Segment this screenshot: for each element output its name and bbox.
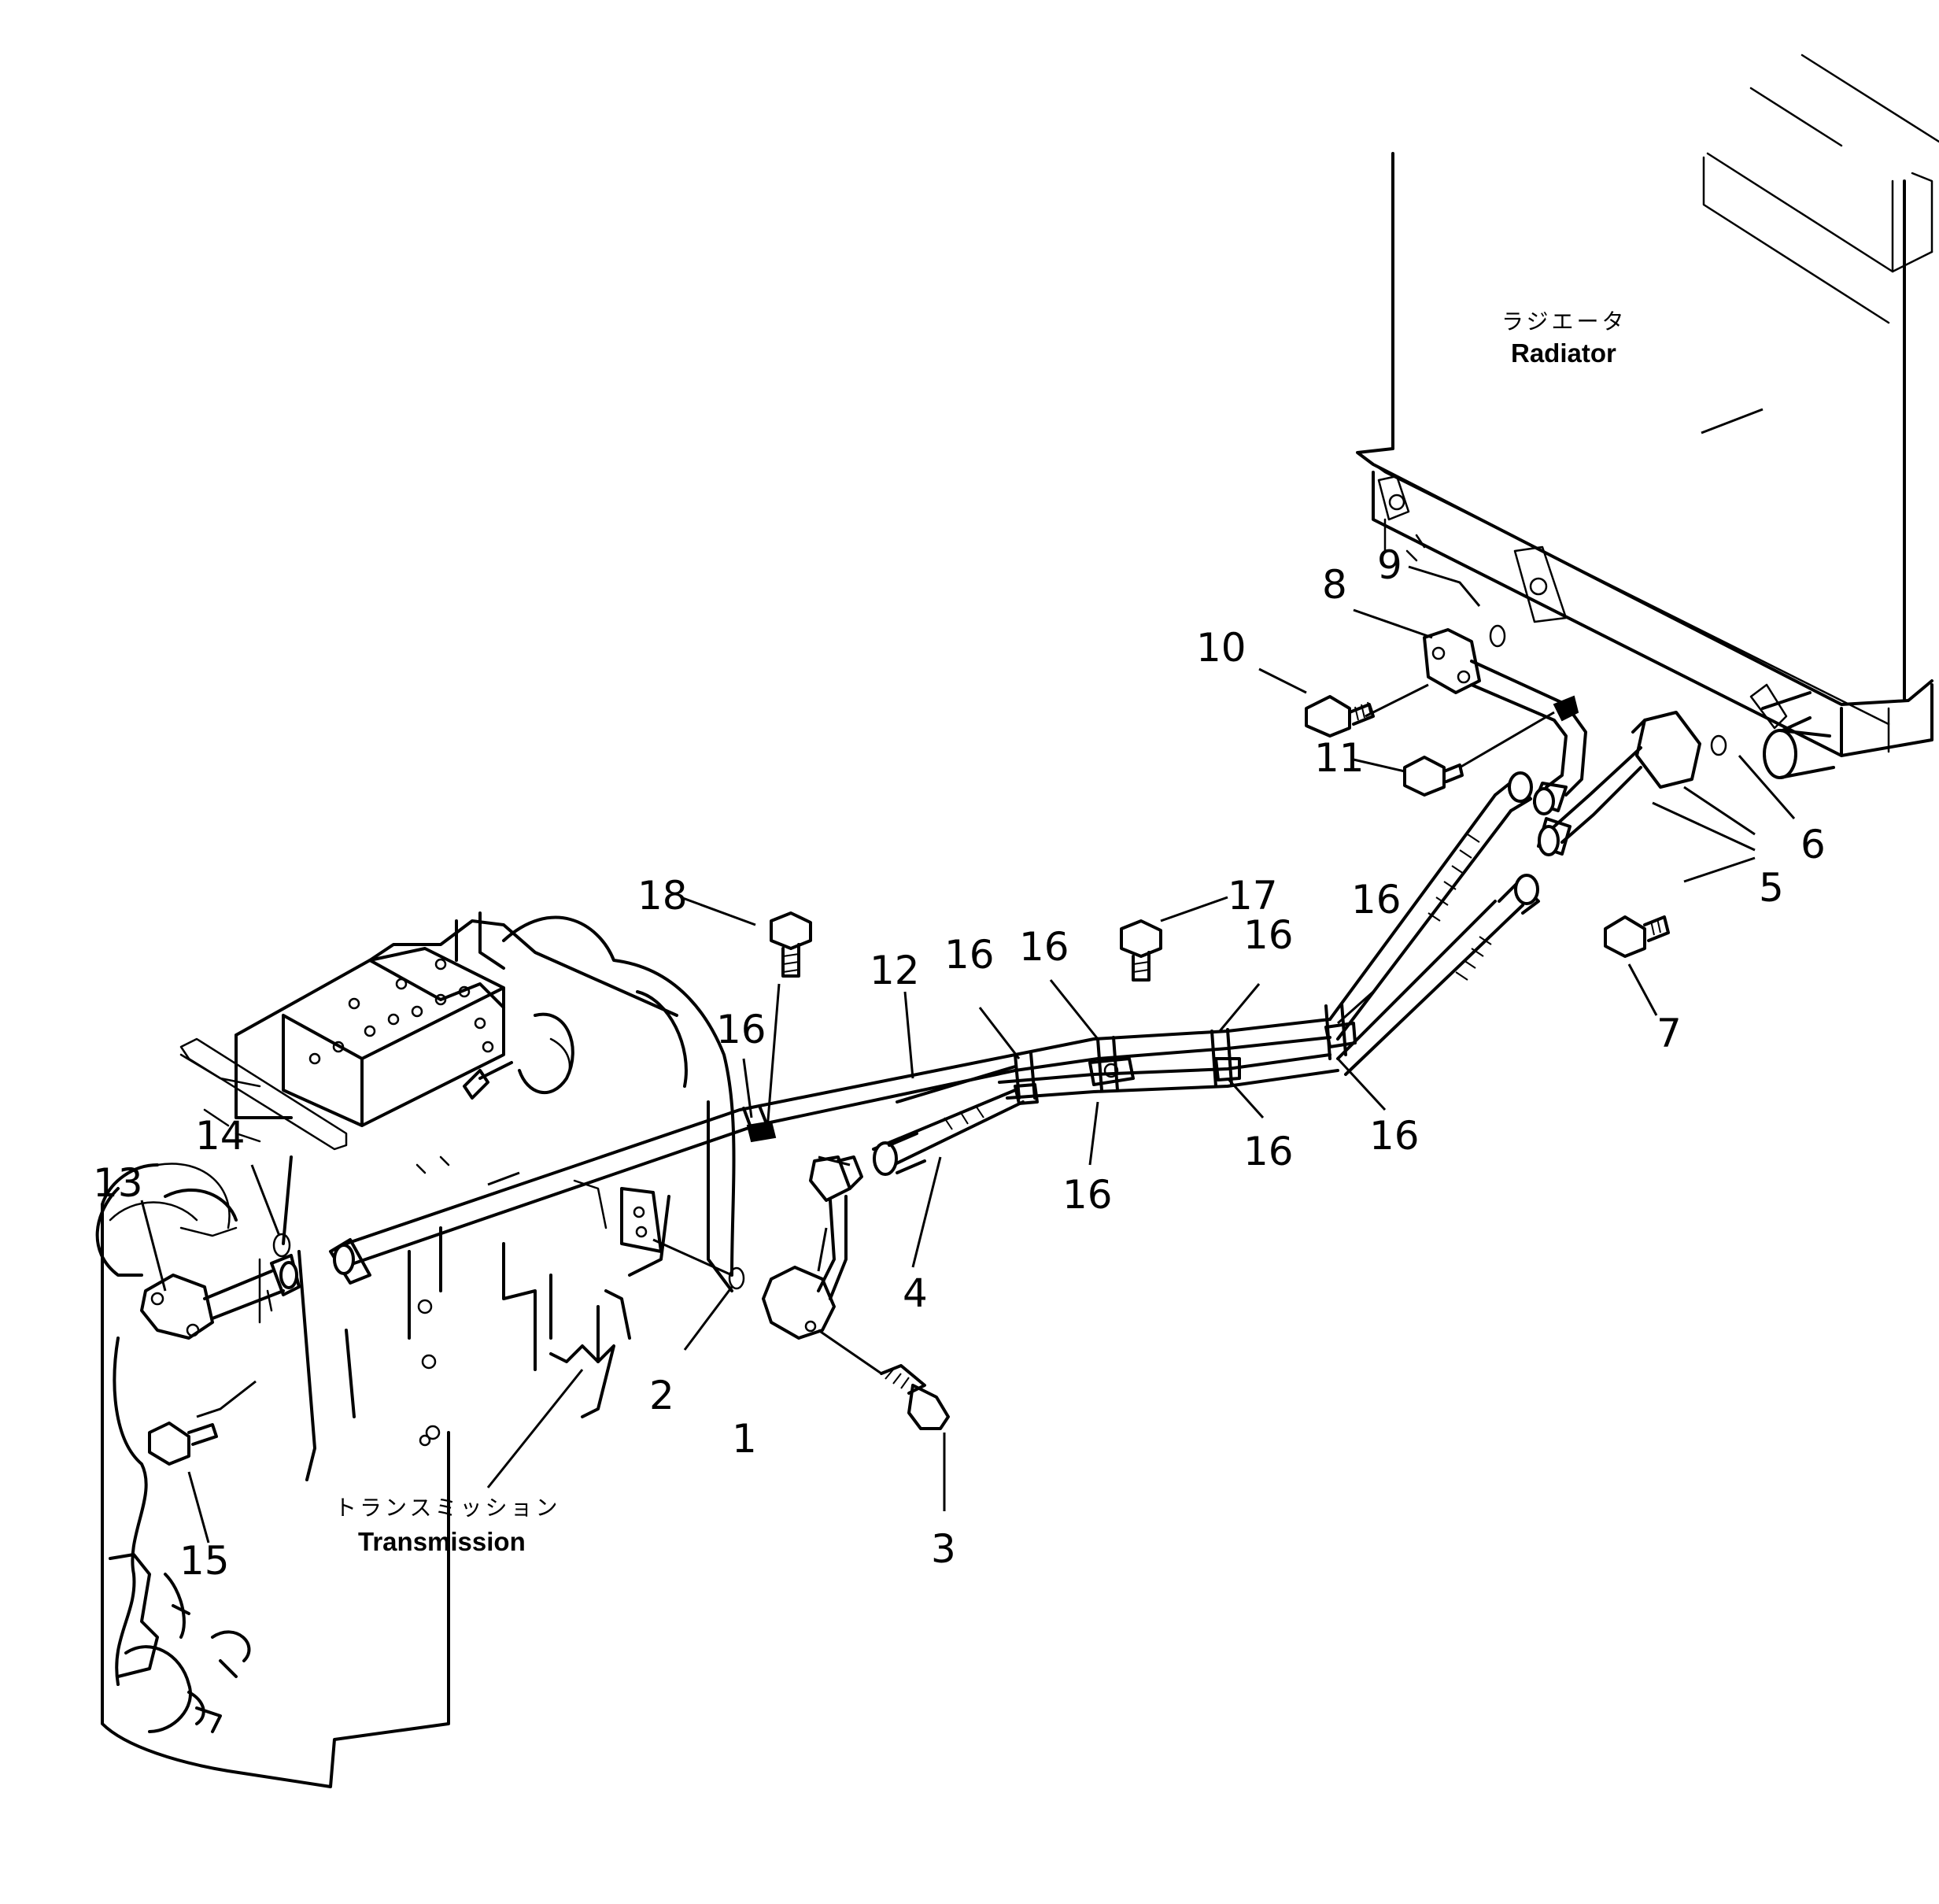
callout-3: 3 bbox=[931, 1526, 956, 1572]
radiator-label-jp: ラジエータ bbox=[1501, 309, 1627, 335]
oil-line-main bbox=[329, 771, 1540, 1285]
radiator-top-header bbox=[1702, 54, 1939, 324]
callout-14: 14 bbox=[195, 1113, 246, 1159]
transmission bbox=[95, 911, 736, 1788]
o-ring-14 bbox=[272, 1233, 291, 1258]
fitting-transmission-inlet bbox=[329, 1238, 371, 1285]
radiator-label-en: Radiator bbox=[1511, 338, 1616, 368]
transmission-housing bbox=[235, 911, 678, 1119]
bolt-17 bbox=[1120, 919, 1162, 982]
callout-2: 2 bbox=[649, 1373, 674, 1418]
o-ring-9 bbox=[1489, 624, 1506, 648]
radiator-bottom-tank bbox=[1372, 471, 1933, 757]
bolt-11 bbox=[1403, 756, 1464, 797]
callout-18: 18 bbox=[637, 873, 688, 919]
bolt-3 bbox=[880, 1364, 950, 1430]
clamp-a bbox=[742, 1104, 777, 1143]
bolt-7 bbox=[1604, 915, 1670, 958]
callout-6: 6 bbox=[1801, 822, 1826, 867]
callout-16h: 16 bbox=[1369, 1113, 1420, 1159]
o-ring-2 bbox=[728, 1266, 745, 1290]
clamp-c bbox=[1088, 1036, 1135, 1092]
fitting-hose-upper bbox=[1494, 771, 1533, 812]
clamp-d bbox=[1210, 1028, 1241, 1088]
callout-8: 8 bbox=[1322, 562, 1347, 608]
clamp-e bbox=[1324, 1002, 1357, 1060]
pipe-8 bbox=[1423, 628, 1587, 815]
callout-16d: 16 bbox=[1062, 1172, 1113, 1218]
pipe-5 bbox=[1537, 711, 1701, 856]
bolt-18 bbox=[770, 911, 812, 978]
callout-4: 4 bbox=[903, 1270, 928, 1316]
callout-13: 13 bbox=[93, 1160, 143, 1206]
transmission-control-valve bbox=[282, 947, 505, 1127]
transmission-lower-body bbox=[101, 1155, 450, 1788]
callout-16g: 16 bbox=[1351, 877, 1402, 922]
transmission-side-housing bbox=[502, 915, 736, 1277]
callout-16e: 16 bbox=[1243, 912, 1294, 958]
clamps bbox=[742, 1002, 1357, 1143]
bolt-10 bbox=[1305, 695, 1375, 738]
radiator-core bbox=[1356, 152, 1933, 706]
pipe-5-fitting bbox=[1537, 817, 1572, 856]
radiator bbox=[1356, 54, 1939, 779]
callout-11: 11 bbox=[1314, 735, 1365, 781]
clamp-b bbox=[1014, 1052, 1039, 1105]
callout-9: 9 bbox=[1377, 542, 1402, 588]
bolt-15 bbox=[148, 1422, 218, 1466]
pipe-8-fitting bbox=[1533, 782, 1568, 815]
radiator-outlet-port bbox=[1749, 683, 1835, 779]
callout-16f: 16 bbox=[1243, 1129, 1294, 1174]
radiator-mount-center bbox=[1513, 545, 1568, 623]
radiator-mount-left bbox=[1377, 475, 1410, 521]
fitting-hose-lower bbox=[1498, 874, 1540, 915]
callout-10: 10 bbox=[1196, 625, 1246, 671]
transmission-label-en: Transmission bbox=[358, 1527, 526, 1556]
leader-lines bbox=[140, 408, 1796, 1544]
callout-7: 7 bbox=[1656, 1011, 1682, 1056]
control-valve-bolts bbox=[308, 958, 494, 1065]
fitting-upper-left bbox=[873, 1132, 926, 1176]
pipe-1 bbox=[762, 1155, 863, 1340]
output-flange bbox=[95, 1187, 143, 1277]
transmission-label-jp: トランスミッション bbox=[334, 1495, 560, 1521]
callout-17: 17 bbox=[1228, 873, 1278, 919]
callout-numbers: 1 2 3 4 5 6 7 8 9 10 11 12 13 14 15 16 1… bbox=[93, 542, 1826, 1584]
o-ring-6 bbox=[1710, 734, 1727, 756]
callout-1: 1 bbox=[732, 1416, 757, 1462]
callout-16a: 16 bbox=[716, 1007, 766, 1052]
callout-12: 12 bbox=[870, 948, 920, 993]
callout-15: 15 bbox=[179, 1538, 230, 1584]
callout-16b: 16 bbox=[944, 932, 995, 978]
transmission-mount-pad bbox=[620, 1187, 663, 1253]
callout-16c: 16 bbox=[1019, 924, 1069, 970]
radiator-label: ラジエータ Radiator bbox=[1501, 309, 1627, 368]
pipe-13 bbox=[140, 1254, 301, 1340]
transmission-label: トランスミッション Transmission bbox=[334, 1495, 560, 1556]
callout-5: 5 bbox=[1759, 865, 1784, 911]
